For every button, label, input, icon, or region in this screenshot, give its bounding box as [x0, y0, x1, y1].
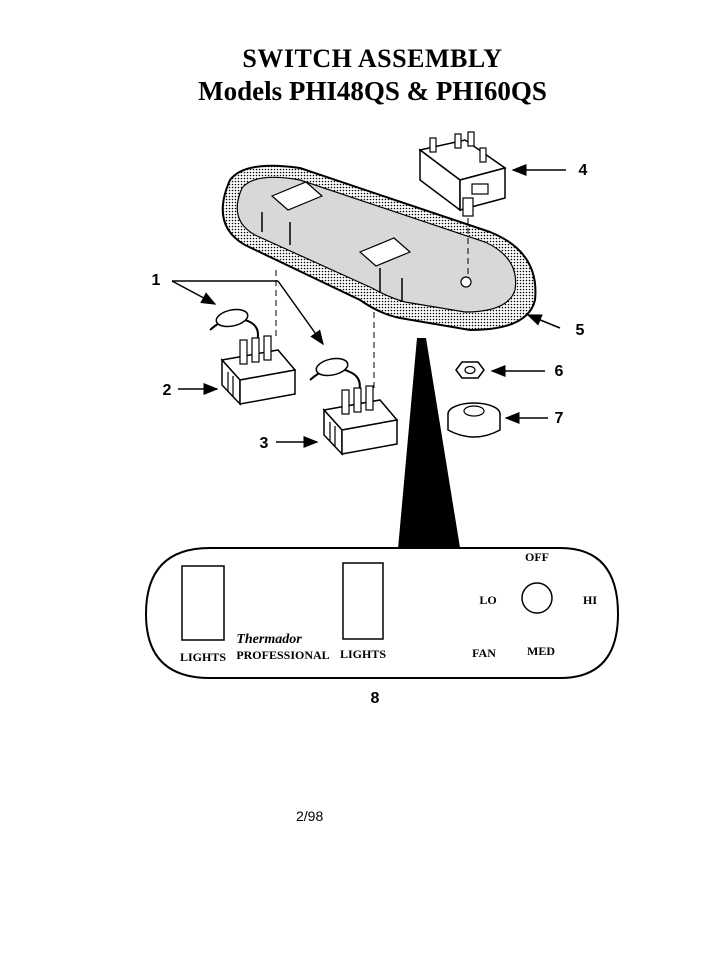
diagram-title: SWITCH ASSEMBLY: [242, 44, 503, 73]
fan-off-label: OFF: [525, 550, 549, 564]
callout-arrows: [171, 164, 566, 448]
callout-1: 1: [152, 272, 161, 289]
label-lights-left: LIGHTS: [180, 650, 226, 664]
zoom-beam: [397, 338, 462, 560]
callout-3: 3: [260, 435, 269, 452]
fan-knob-hole: [521, 582, 553, 614]
light-rocker-left: [181, 565, 225, 641]
rocker-switch-3: [309, 357, 399, 456]
callout-4: 4: [579, 162, 588, 179]
fan-hi-label: HI: [583, 593, 597, 607]
diagram-subtitle: Models PHI48QS & PHI60QS: [198, 76, 547, 106]
rocker-switch-2: [209, 308, 297, 406]
brand-subtitle: PROFESSIONAL: [236, 648, 329, 662]
callout-7: 7: [555, 410, 564, 427]
hex-nut: [455, 361, 485, 379]
arrow-1a: [171, 280, 217, 305]
callout-6: 6: [555, 363, 564, 380]
housing-opening-right: [358, 237, 412, 267]
housing-opening-left: [270, 181, 324, 211]
fan-knob: [447, 402, 501, 438]
arrow-5: [526, 314, 561, 329]
light-rocker-right: [342, 562, 384, 640]
control-faceplate: LIGHTS LIGHTS Thermador PROFESSIONAL OFF…: [144, 547, 620, 679]
callout-8: 8: [371, 690, 380, 707]
rotary-fan-switch: [418, 131, 507, 276]
callout-5: 5: [576, 322, 585, 339]
label-lights-right: LIGHTS: [340, 647, 386, 661]
arrow-1b: [277, 280, 324, 346]
brand-logo: Thermador: [236, 632, 302, 647]
fan-label: FAN: [472, 646, 496, 660]
revision-date: 2/98: [296, 808, 324, 824]
callout-2: 2: [163, 382, 172, 399]
fan-lo-label: LO: [479, 593, 496, 607]
fan-med-label: MED: [527, 644, 555, 658]
switch-housing: [221, 164, 537, 332]
